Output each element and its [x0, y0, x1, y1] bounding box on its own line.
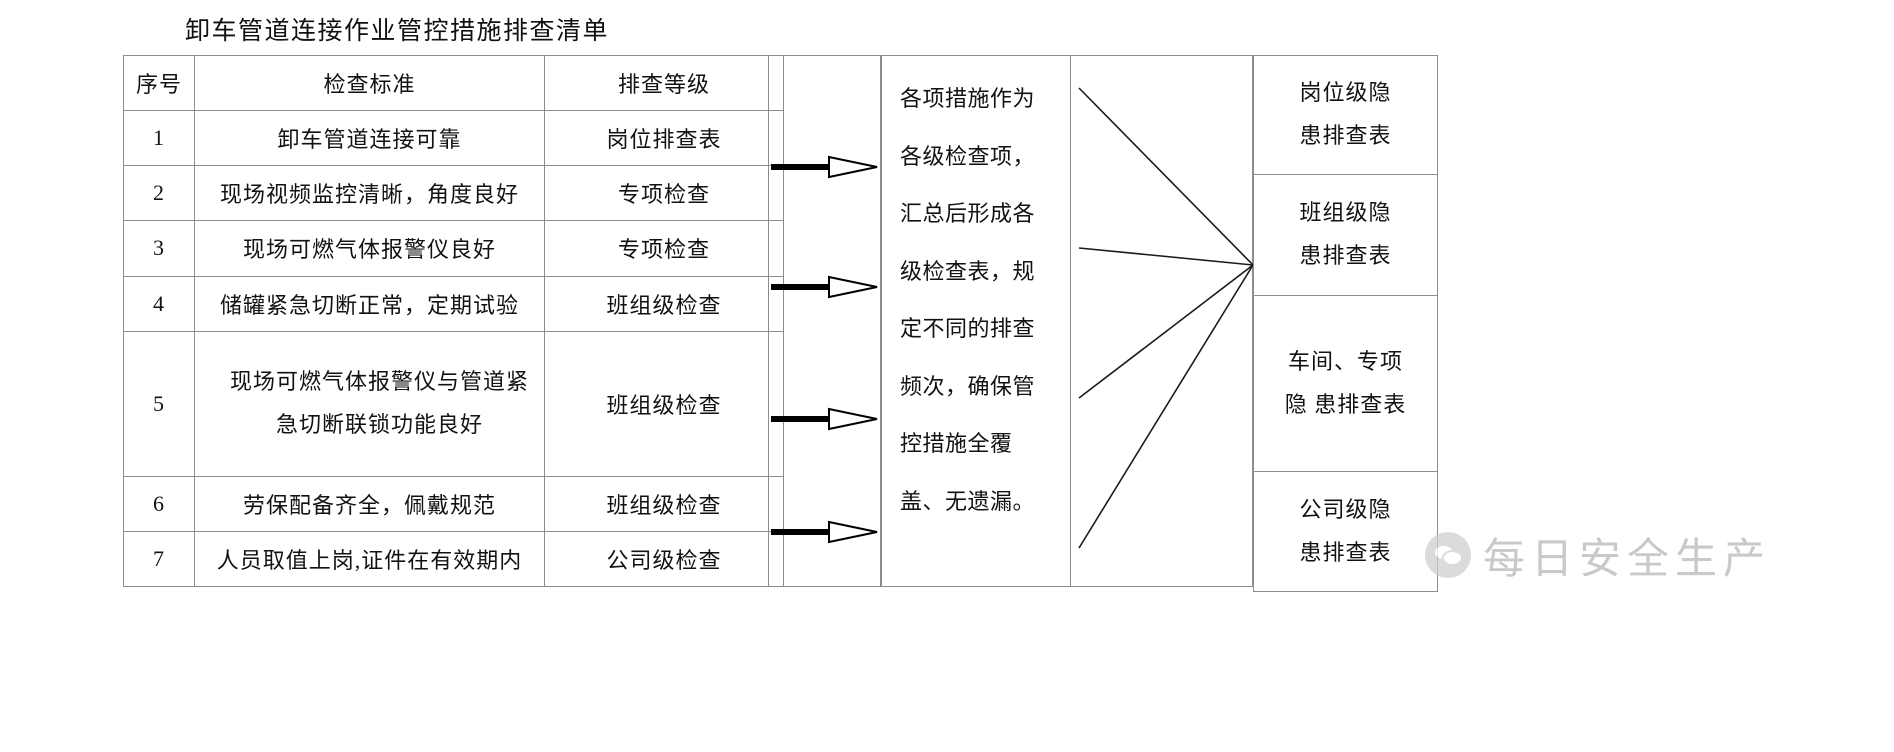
- output-item-line2: 患排查表: [1299, 243, 1392, 268]
- row-standard: 劳保配备齐全，佩戴规范: [194, 475, 545, 532]
- output-item: 公司级隐 患排查表: [1253, 471, 1438, 592]
- right-arrow-icon: [771, 274, 879, 300]
- row-no: 3: [123, 220, 195, 277]
- table-row: 1 卸车管道连接可靠 岗位排查表: [123, 110, 784, 167]
- row-no: 7: [123, 530, 195, 588]
- column-header-standard: 检查标准: [194, 54, 545, 112]
- column-header-level: 排查等级: [544, 54, 784, 112]
- output-item: 岗位级隐 患排查表: [1253, 55, 1438, 175]
- output-item: 班组级隐 患排查表: [1253, 174, 1438, 296]
- table-row: 4 储罐紧急切断正常，定期试验 班组级检查: [123, 275, 784, 332]
- output-item-line1: 岗位级隐: [1299, 80, 1392, 106]
- summary-note-cell: 各项措施作为各级检查项，汇总后形成各级检查表，规定不同的排查频次，确保管控措施全…: [881, 55, 1071, 587]
- row-standard: 现场可燃气体报警仪与管道紧 急切断联锁功能良好: [194, 330, 545, 477]
- arrow-column: [768, 55, 881, 587]
- row-no: 6: [123, 475, 195, 532]
- row-standard-line2: 急切断联锁功能良好: [275, 411, 483, 437]
- row-level: 专项检查: [544, 165, 784, 222]
- table-row: 6 劳保配备齐全，佩戴规范 班组级检查: [123, 475, 784, 532]
- summary-note-text: 各项措施作为各级检查项，汇总后形成各级检查表，规定不同的排查频次，确保管控措施全…: [900, 86, 1036, 514]
- output-item-line1: 公司级隐: [1299, 496, 1392, 522]
- row-standard: 人员取值上岗,证件在有效期内: [194, 530, 545, 588]
- output-item: 车间、专项 隐 患排查表: [1253, 295, 1438, 472]
- table-row: 岗位级隐 患排查表: [1253, 55, 1438, 175]
- output-item-line1: 班组级隐: [1299, 200, 1392, 226]
- table-header-row: 序号 检查标准 排查等级: [123, 54, 784, 112]
- output-item-line2: 患排查表: [1299, 539, 1392, 565]
- row-level: 岗位排查表: [544, 110, 784, 167]
- right-arrow-icon: [771, 519, 879, 545]
- table-row: 2 现场视频监控清晰，角度良好 专项检查: [123, 165, 784, 222]
- table-row: 车间、专项 隐 患排查表: [1253, 295, 1438, 472]
- output-item-line2: 患排查表: [1299, 123, 1392, 148]
- watermark-text: 每日安全生产: [1483, 536, 1772, 583]
- row-level: 专项检查: [544, 220, 784, 277]
- right-arrow-icon: [771, 154, 879, 180]
- row-standard-line1: 现场可燃气体报警仪与管道紧: [229, 368, 529, 394]
- row-level: 公司级检查: [544, 530, 784, 588]
- table-row: 7 人员取值上岗,证件在有效期内 公司级检查: [123, 530, 784, 588]
- row-standard: 现场可燃气体报警仪良好: [194, 220, 545, 277]
- row-no: 1: [123, 110, 195, 167]
- checklist-table: 序号 检查标准 排查等级 1 卸车管道连接可靠 岗位排查表 2 现场视频监控清晰…: [123, 54, 784, 588]
- table-row: 5 现场可燃气体报警仪与管道紧 急切断联锁功能良好 班组级检查: [123, 330, 784, 477]
- output-item-line1: 车间、专项: [1287, 348, 1403, 374]
- watermark: 每日安全生产: [1425, 510, 1875, 600]
- fan-connector-column: [1071, 55, 1254, 587]
- row-standard: 储罐紧急切断正常，定期试验: [194, 275, 545, 332]
- column-header-no: 序号: [123, 54, 195, 112]
- row-level: 班组级检查: [544, 275, 784, 332]
- row-no: 4: [123, 275, 195, 332]
- table-row: 3 现场可燃气体报警仪良好 专项检查: [123, 220, 784, 277]
- right-arrow-icon: [771, 406, 879, 432]
- row-no: 2: [123, 165, 195, 222]
- row-standard: 现场视频监控清晰，角度良好: [194, 165, 545, 222]
- table-row: 班组级隐 患排查表: [1253, 174, 1438, 296]
- output-item-line2: 隐 患排查表: [1284, 391, 1407, 417]
- row-standard: 卸车管道连接可靠: [194, 110, 545, 167]
- page-title: 卸车管道连接作业管控措施排查清单: [185, 18, 610, 45]
- row-level: 班组级检查: [544, 475, 784, 532]
- row-level: 班组级检查: [544, 330, 784, 477]
- output-forms-table: 岗位级隐 患排查表 班组级隐 患排查表 车间、专项 隐 患排查表: [1253, 55, 1438, 592]
- table-row: 公司级隐 患排查表: [1253, 471, 1438, 592]
- fan-lines-icon: [1078, 87, 1254, 549]
- row-no: 5: [123, 330, 195, 477]
